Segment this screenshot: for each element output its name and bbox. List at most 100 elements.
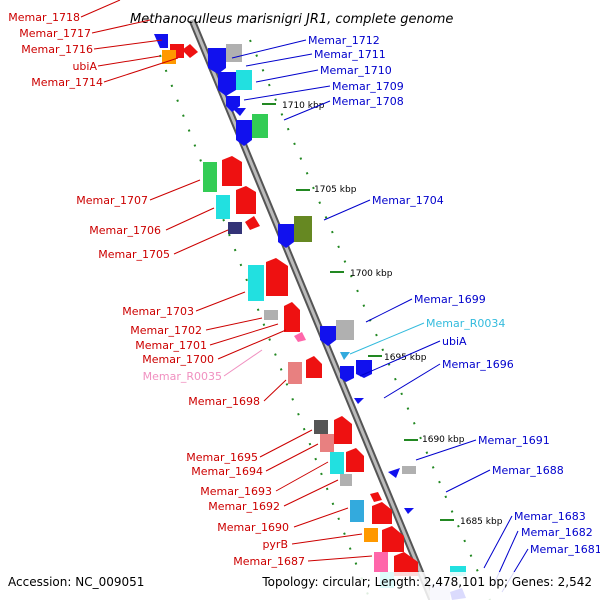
gene-memar-1695-b[interactable]	[320, 434, 334, 452]
gene-pyrb-b[interactable]	[382, 526, 404, 552]
gene-label[interactable]: Memar_1702	[130, 324, 202, 337]
gene-label[interactable]: Memar_1710	[320, 64, 392, 77]
right-callouts	[231, 39, 529, 593]
gene-label[interactable]: Memar_1700	[142, 353, 214, 366]
footer-bg	[0, 572, 600, 600]
ruler-label: 1700 kbp	[350, 269, 393, 279]
ruler-label: 1685 kbp	[460, 517, 503, 527]
gene-memar-1690-b[interactable]	[370, 492, 382, 502]
gene-label[interactable]: Memar_1692	[208, 500, 280, 513]
reverse-genes	[154, 34, 466, 600]
gene-ubia[interactable]	[162, 50, 176, 64]
gene-memar-1694[interactable]	[334, 416, 352, 444]
ruler-label: 1690 kbp	[422, 435, 465, 445]
gene-memar-1710-a[interactable]	[218, 72, 236, 96]
gene-memar-1706-a[interactable]	[216, 195, 230, 219]
gene-memar-1687[interactable]	[374, 552, 388, 572]
gene-label[interactable]: Memar_1701	[135, 339, 207, 352]
gene-label[interactable]: Memar_1718	[8, 11, 80, 24]
gene-label[interactable]: Memar_1704	[372, 194, 444, 207]
gene-label[interactable]: Memar_1712	[308, 34, 380, 47]
gene-label[interactable]: Memar_1696	[442, 358, 514, 371]
gene-memar-1708-b[interactable]	[252, 114, 268, 138]
gene-memar-1709-b[interactable]	[232, 108, 246, 116]
gene-label[interactable]: Memar_R0035	[143, 370, 222, 383]
gene-label[interactable]: pyrB	[262, 538, 288, 551]
gene-memar-1707-a[interactable]	[203, 162, 217, 192]
gene-label[interactable]: Memar_1709	[332, 80, 404, 93]
gene-label[interactable]: Memar_1682	[521, 526, 593, 539]
gene-memar-r0034[interactable]	[340, 352, 350, 360]
gene-memar-1683[interactable]	[450, 566, 466, 576]
gene-memar-1718[interactable]	[154, 34, 168, 48]
gene-memar-1693-a[interactable]	[330, 452, 344, 474]
gene-memar-1690-c[interactable]	[372, 502, 392, 524]
gene-label[interactable]: Memar_1693	[200, 485, 272, 498]
gene-label[interactable]: Memar_1714	[31, 76, 103, 89]
gene-memar-1699-a[interactable]	[320, 326, 336, 346]
gene-ubia-rev[interactable]	[340, 366, 354, 382]
gene-memar-1701[interactable]	[284, 302, 300, 332]
gene-memar-1711[interactable]	[226, 44, 242, 62]
gene-memar-1712[interactable]	[208, 48, 226, 74]
gene-memar-1696[interactable]	[356, 360, 372, 378]
forward-track-dotted	[159, 54, 371, 600]
gene-memar-1688[interactable]	[404, 508, 414, 514]
gene-label[interactable]: Memar_1705	[98, 248, 170, 261]
gene-memar-1705-a[interactable]	[228, 222, 242, 234]
gene-memar-1692[interactable]	[340, 474, 352, 486]
gene-memar-1702[interactable]	[264, 310, 278, 320]
gene-memar-1708-a[interactable]	[236, 120, 252, 146]
gene-memar-1695-a[interactable]	[314, 420, 328, 434]
gene-label[interactable]: Memar_1691	[478, 434, 550, 447]
gene-memar-1690-a[interactable]	[350, 500, 364, 522]
gene-label[interactable]: Memar_1716	[21, 43, 93, 56]
gene-pyrb[interactable]	[364, 528, 378, 542]
gene-label[interactable]: Memar_1688	[492, 464, 564, 477]
gene-memar-1687-c[interactable]	[394, 552, 418, 576]
gene-label[interactable]: Memar_1694	[191, 465, 263, 478]
gene-label[interactable]: Memar_1717	[19, 27, 91, 40]
map-title: Methanoculleus marisnigri JR1, complete …	[130, 12, 453, 27]
gene-label[interactable]: Memar_1708	[332, 95, 404, 108]
gene-label[interactable]: Memar_1711	[314, 48, 386, 61]
gene-label[interactable]: Memar_1687	[233, 555, 305, 568]
left-callouts	[80, 0, 373, 562]
gene-label[interactable]: Memar_1703	[122, 305, 194, 318]
gene-memar-r0035[interactable]	[294, 332, 306, 342]
gene-memar-1703-a[interactable]	[248, 265, 264, 301]
gene-memar-1698-a[interactable]	[288, 362, 302, 384]
gene-memar-1706-b[interactable]	[236, 186, 256, 214]
accession-text: Accession: NC_009051	[8, 575, 144, 589]
gene-label[interactable]: ubiA	[72, 60, 97, 73]
gene-label[interactable]: Memar_1683	[514, 510, 586, 523]
gene-label[interactable]: Memar_1699	[414, 293, 486, 306]
gene-label[interactable]: Memar_1707	[76, 194, 148, 207]
gene-memar-1707-b[interactable]	[222, 156, 242, 186]
gene-label[interactable]: ubiA	[442, 335, 467, 348]
gene-memar-1710-b[interactable]	[236, 70, 252, 90]
gene-memar-1705-b[interactable]	[245, 216, 260, 230]
genome-summary-text: Topology: circular; Length: 2,478,101 bp…	[261, 575, 592, 589]
gene-label[interactable]: Memar_1690	[217, 521, 289, 534]
gene-memar-1693-b[interactable]	[346, 448, 364, 472]
gene-memar-1688-b[interactable]	[402, 466, 416, 474]
gene-memar-1691[interactable]	[388, 468, 400, 478]
left-gene-labels: Memar_1718 Memar_1717 Memar_1716 ubiA Me…	[8, 11, 305, 568]
ruler-label: 1695 kbp	[384, 353, 427, 363]
gene-memar-1714[interactable]	[182, 44, 198, 58]
gene-label[interactable]: Memar_1681	[530, 543, 600, 556]
gene-memar-1698-b[interactable]	[306, 356, 322, 378]
gene-label[interactable]: Memar_1695	[186, 451, 258, 464]
gene-label[interactable]: Memar_R0034	[426, 317, 505, 330]
gene-memar-1703-b[interactable]	[266, 258, 288, 296]
gene-label[interactable]: Memar_1698	[188, 395, 260, 408]
gene-memar-1699-b[interactable]	[336, 320, 354, 340]
gene-memar-1704-a[interactable]	[278, 224, 294, 248]
ruler-labels: 1710 kbp 1705 kbp 1700 kbp 1695 kbp 1690…	[282, 101, 503, 527]
gene-memar-1696-b[interactable]	[354, 398, 364, 404]
gene-memar-1704-b[interactable]	[294, 216, 312, 242]
gene-label[interactable]: Memar_1706	[89, 224, 161, 237]
